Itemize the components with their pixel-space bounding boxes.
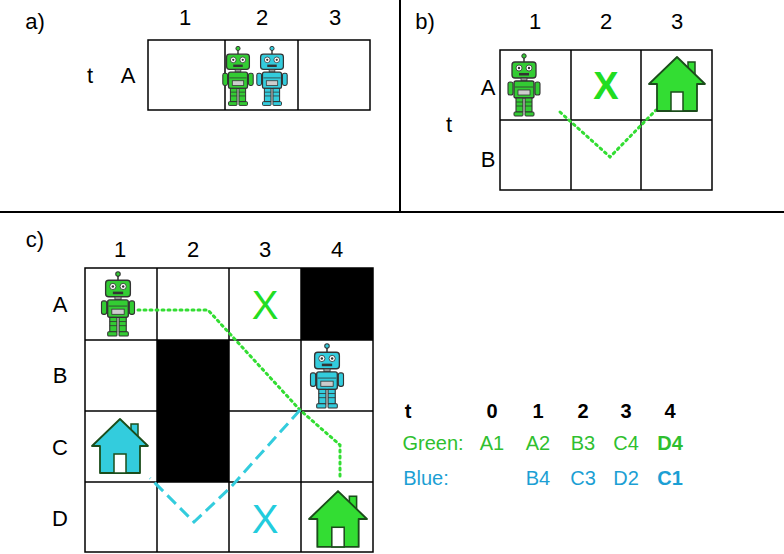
panel-letter: c) <box>26 229 44 251</box>
table-cell: C3 <box>570 468 596 488</box>
table-cell: A2 <box>526 433 550 453</box>
row-letter: A <box>121 65 136 87</box>
grid <box>85 268 373 552</box>
table-cell: C1 <box>657 468 683 488</box>
grid <box>500 50 712 190</box>
table-header: 4 <box>664 401 675 421</box>
robot-icon <box>102 272 135 336</box>
axis-label: t <box>446 114 452 136</box>
row-letter: B <box>53 365 68 387</box>
house-icon <box>309 491 367 547</box>
column-number: 2 <box>187 239 199 261</box>
column-number: 3 <box>259 239 271 261</box>
table-cell: B4 <box>526 468 550 488</box>
table-header: 3 <box>620 401 631 421</box>
table-cell: A1 <box>480 433 504 453</box>
column-number: 3 <box>671 11 683 33</box>
planned-path <box>560 110 656 157</box>
table-header: 2 <box>577 401 588 421</box>
robot-icon <box>257 46 287 105</box>
row-name: Green: <box>402 433 463 453</box>
panel-divider <box>0 211 784 213</box>
planned-path <box>138 310 340 478</box>
house-icon <box>92 419 148 473</box>
house-icon <box>649 57 705 111</box>
column-number: 2 <box>256 7 268 29</box>
panel-divider <box>399 0 401 212</box>
row-letter: C <box>52 437 68 459</box>
row-letter: B <box>481 149 496 171</box>
goal-mark: X <box>252 285 279 325</box>
row-name: Blue: <box>403 468 449 488</box>
robot-icon <box>508 54 540 116</box>
row-letter: A <box>481 77 496 99</box>
row-letter: D <box>52 508 68 530</box>
table-cell: B3 <box>571 433 595 453</box>
table-header: 1 <box>532 401 543 421</box>
column-number: 4 <box>331 239 343 261</box>
column-number: 1 <box>114 239 126 261</box>
column-number: 3 <box>329 7 341 29</box>
column-number: 1 <box>529 11 541 33</box>
goal-mark: X <box>252 499 279 539</box>
column-number: 1 <box>179 7 191 29</box>
table-header: 0 <box>486 401 497 421</box>
panel-letter: a) <box>25 11 45 33</box>
panel-letter: b) <box>415 11 435 33</box>
row-letter: A <box>53 294 68 316</box>
robot-icon <box>311 344 344 408</box>
axis-label: t <box>87 65 93 87</box>
grid <box>148 40 370 110</box>
goal-mark: X <box>593 67 618 105</box>
table-cell: D4 <box>657 433 683 453</box>
table-header: t <box>405 401 412 421</box>
column-number: 2 <box>600 11 612 33</box>
table-cell: C4 <box>613 433 639 453</box>
robot-icon <box>223 46 253 105</box>
table-cell: D2 <box>613 468 639 488</box>
